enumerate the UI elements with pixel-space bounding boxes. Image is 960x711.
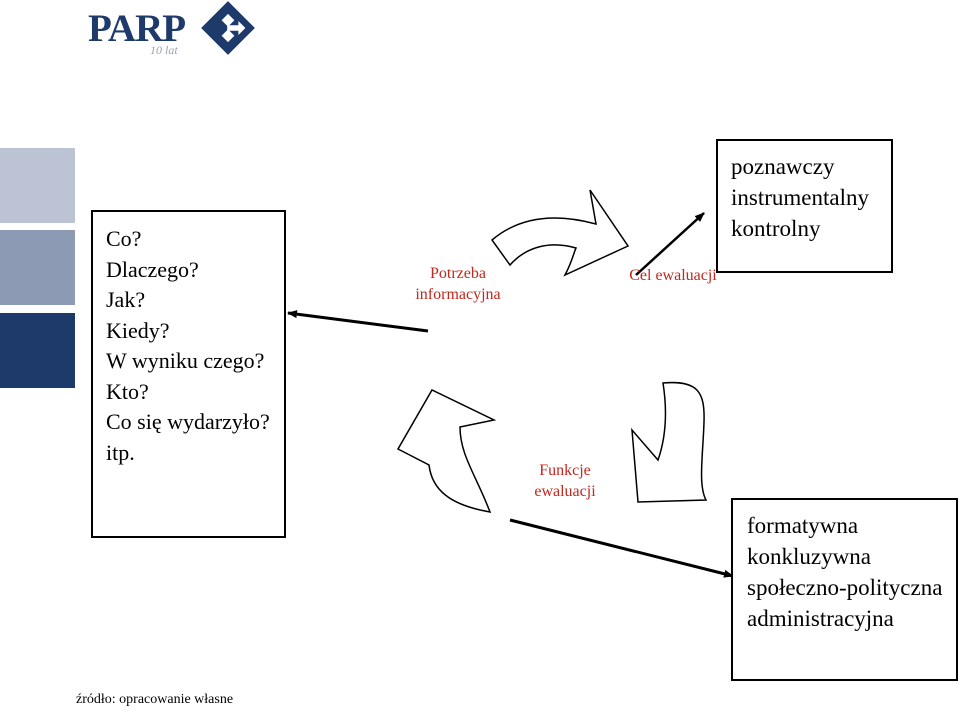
question-item: Co się wydarzyło? [106,409,270,434]
cel-item: instrumentalny [731,185,869,210]
diamond-emblem-icon [201,1,255,55]
funkcje-list: formatywna konkluzywna społeczno-polityc… [747,510,942,634]
cycle-arrow-top [490,189,630,277]
funkcje-item: administracyjna [747,606,894,631]
decor-bar-dark [0,313,75,388]
question-item: itp. [106,439,135,465]
question-item: Kiedy? [106,317,170,343]
parp-logo [201,1,255,55]
decor-bar-mid [0,230,75,305]
question-item: Jak? [106,287,146,312]
cycle-arrow-left [396,389,497,513]
question-item: Kto? [106,378,149,404]
funkcje-box [731,498,958,681]
question-item: Co? [106,226,142,251]
questions-list: Co? Dlaczego? Jak? Kiedy? W wyniku czego… [106,224,270,468]
question-item: W wyniku czego? [106,348,265,373]
arrow-to-cel-box [635,212,705,276]
label-funkcje-ewaluacji: Funkcje ewaluacji [534,462,596,500]
questions-box [91,210,286,538]
logo-subtitle: 10 lat [150,43,178,57]
label-potrzeba-informacyjna: Potrzeba informacyjna [415,265,501,303]
cel-box [716,139,893,273]
cel-list: poznawczy instrumentalny kontrolny [731,151,869,244]
funkcje-item: społeczno-polityczna [747,575,943,600]
source-note: źródło: opracowanie własne [76,692,234,707]
funkcje-item: formatywna [747,513,859,538]
funkcje-item: konkluzywna [747,544,871,569]
question-item: Dlaczego? [106,256,199,282]
cel-item: poznawczy [731,154,835,179]
cel-item: kontrolny [731,216,821,241]
cycle-arrow-right [631,381,708,503]
logo-text: PARP [88,7,186,50]
arrow-to-funkcje-box [509,518,734,578]
decor-bar-light [0,148,75,223]
label-cel-ewaluacji: Cel ewaluacji [629,267,717,284]
arrow-to-questions [287,310,429,333]
